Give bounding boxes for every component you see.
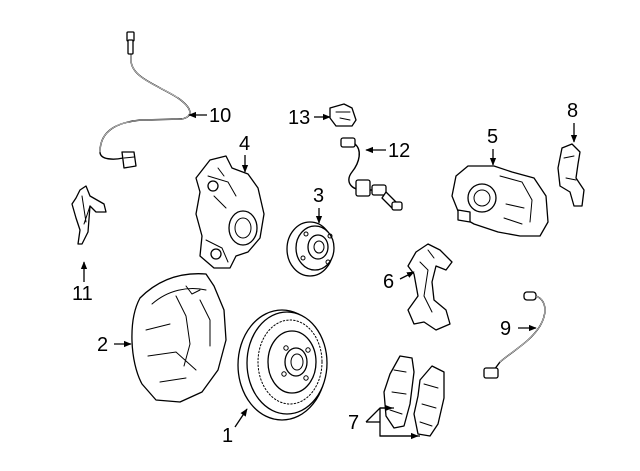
part-11-bracket <box>71 185 107 245</box>
leader-lines <box>80 111 578 440</box>
part-6-caliper-bracket <box>407 243 453 331</box>
part-5-caliper <box>451 165 549 237</box>
callout-6: 6 <box>383 271 394 293</box>
part-2-dust-shield <box>131 273 227 403</box>
callout-13: 13 <box>288 107 310 129</box>
callout-8: 8 <box>567 100 578 122</box>
part-3-wheel-hub <box>286 221 335 277</box>
part-7-brake-pads <box>383 355 445 437</box>
callout-4: 4 <box>239 133 250 155</box>
callout-3: 3 <box>313 185 324 207</box>
callout-labels: 1 2 3 4 5 6 7 8 9 10 11 12 13 <box>72 100 578 447</box>
part-9-wear-sensor <box>483 291 546 379</box>
part-8-clip <box>557 143 585 207</box>
callout-11: 11 <box>72 283 93 305</box>
callout-5: 5 <box>487 126 498 148</box>
part-13-clip <box>329 103 357 127</box>
callout-9: 9 <box>500 318 511 340</box>
callout-10: 10 <box>209 105 231 127</box>
part-4-knuckle <box>195 155 265 269</box>
part-10-speed-sensor <box>99 31 191 169</box>
callout-2: 2 <box>97 334 108 356</box>
callout-1: 1 <box>222 425 233 447</box>
leader-1 <box>234 408 248 428</box>
leader-6 <box>399 271 415 280</box>
part-12-brake-hose <box>340 137 403 211</box>
callout-12: 12 <box>388 140 410 162</box>
callout-7: 7 <box>348 412 359 434</box>
part-1-brake-rotor <box>237 309 328 421</box>
